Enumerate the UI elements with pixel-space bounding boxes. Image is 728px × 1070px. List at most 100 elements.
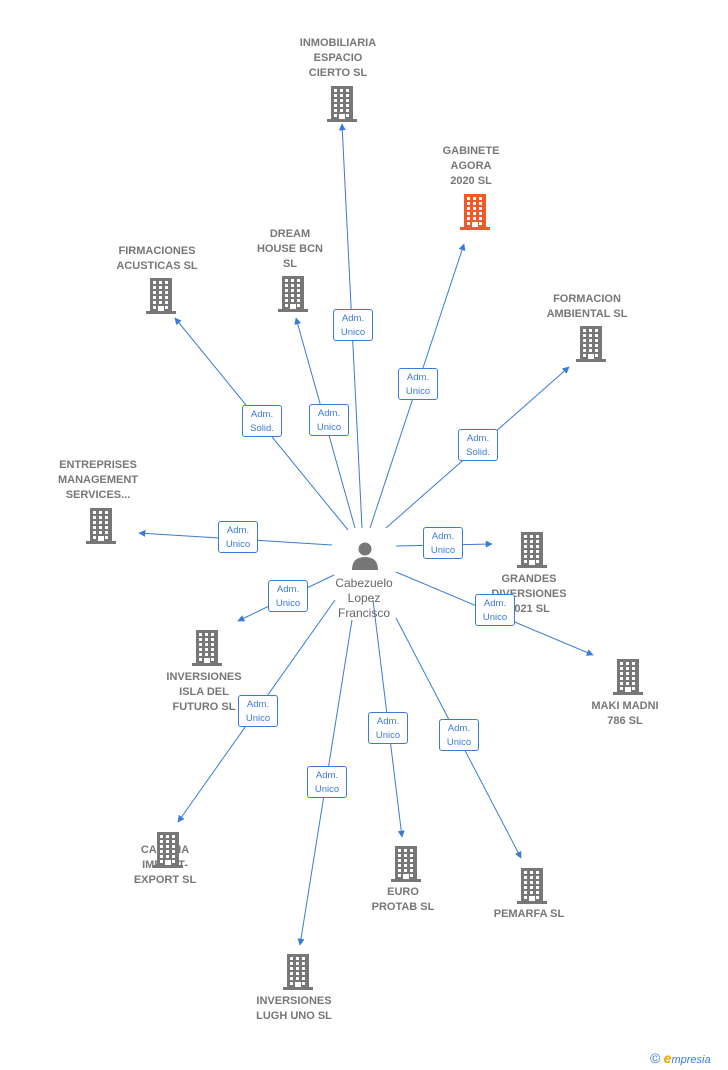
- company-label-line: EURO: [387, 886, 419, 898]
- company-label-line: ACUSTICAS SL: [116, 260, 198, 272]
- building-icon[interactable]: [146, 278, 176, 314]
- building-icon[interactable]: [460, 194, 490, 230]
- relation-badge-line: Adm.: [406, 372, 430, 383]
- company-label-line: FIRMACIONES: [118, 245, 196, 257]
- relation-badge-gabinete-agora-2020[interactable]: Adm. Unico: [398, 368, 438, 400]
- company-label-firmaciones-acusticas[interactable]: FIRMACIONES ACUSTICAS SL: [92, 244, 222, 274]
- relation-badge-grandes-diversiones-2021[interactable]: Adm. Unico: [423, 527, 463, 559]
- relation-badge-line: Solid.: [466, 447, 490, 458]
- company-label-inmobiliaria-espacio-cierto[interactable]: INMOBILIARIA ESPACIO CIERTO SL: [273, 36, 403, 81]
- building-icon[interactable]: [86, 508, 116, 544]
- relation-badge-line: Unico: [375, 730, 401, 741]
- relation-badge-line: Unico: [314, 784, 340, 795]
- company-label-line: SL: [282, 258, 298, 270]
- company-label-line: ESPACIO: [313, 52, 363, 64]
- company-label-line: MANAGEMENT: [57, 474, 139, 486]
- company-label-gabinete-agora-2020[interactable]: GABINETE AGORA 2020 SL: [406, 144, 536, 189]
- center-name-line: Cabezuelo: [335, 576, 393, 590]
- footer-brand: © empresia: [650, 1050, 711, 1068]
- company-label-line: 2020 SL: [450, 175, 492, 187]
- brand-logo-initial: e: [663, 1050, 672, 1066]
- company-label-entreprises-management[interactable]: ENTREPRISES MANAGEMENT SERVICES...: [33, 458, 163, 503]
- relation-badge-line: Unico: [446, 737, 472, 748]
- center-person-name[interactable]: Cabezuelo Lopez Francisco: [314, 576, 414, 621]
- company-label-line: INVERSIONES: [166, 671, 242, 683]
- company-label-inversiones-isla-del-futuro[interactable]: INVERSIONES ISLA DEL FUTURO SL: [139, 670, 269, 715]
- relation-badge-line: Adm.: [226, 525, 250, 536]
- building-icon[interactable]: [391, 846, 421, 882]
- company-label-line: HOUSE BCN: [256, 243, 323, 255]
- relation-badge-line: Unico: [482, 612, 508, 623]
- company-label-line: INMOBILIARIA: [299, 37, 377, 49]
- building-icon[interactable]: [576, 326, 606, 362]
- building-icon[interactable]: [517, 868, 547, 904]
- relation-badge-line: Unico: [430, 545, 456, 556]
- company-label-line: CIERTO SL: [308, 67, 368, 79]
- relation-badge-formacion-ambiental[interactable]: Adm. Solid.: [458, 429, 498, 461]
- relation-badge-inversiones-isla-del-futuro[interactable]: Adm. Unico: [268, 580, 308, 612]
- relation-badge-firmaciones-acusticas[interactable]: Adm. Solid.: [242, 405, 282, 437]
- building-icon[interactable]: [283, 954, 313, 990]
- relation-badge-line: Unico: [225, 539, 251, 550]
- relation-badge-line: Adm.: [483, 598, 507, 609]
- relation-badge-line: Adm.: [250, 409, 274, 420]
- company-label-euro-protab[interactable]: EURO PROTAB SL: [338, 885, 468, 915]
- relation-badge-line: Adm.: [276, 584, 300, 595]
- relation-badge-pemarfa[interactable]: Adm. Unico: [439, 719, 479, 751]
- relation-badge-line: Adm.: [341, 313, 365, 324]
- relation-badge-line: Adm.: [246, 699, 270, 710]
- company-label-line: GABINETE: [442, 145, 500, 157]
- relation-badge-line: Unico: [275, 598, 301, 609]
- relation-badge-maki-madni-786[interactable]: Adm. Unico: [475, 594, 515, 626]
- company-label-line: ENTREPRISES: [59, 459, 137, 471]
- company-label-line: PROTAB SL: [371, 901, 435, 913]
- relation-badge-line: Solid.: [250, 423, 274, 434]
- company-label-line: EXPORT SL: [133, 874, 197, 886]
- relation-badge-euro-protab[interactable]: Adm. Unico: [368, 712, 408, 744]
- relation-badge-line: Adm.: [466, 433, 490, 444]
- building-icon[interactable]: [517, 532, 547, 568]
- building-icon[interactable]: [153, 832, 183, 868]
- relation-badge-line: Adm.: [317, 408, 341, 419]
- company-label-inversiones-lugh-uno[interactable]: INVERSIONES LUGH UNO SL: [229, 994, 359, 1024]
- relation-badge-entreprises-management[interactable]: Adm. Unico: [218, 521, 258, 553]
- company-label-pemarfa[interactable]: PEMARFA SL: [464, 907, 594, 922]
- company-label-line: DREAM: [269, 228, 311, 240]
- company-label-line: LUGH UNO SL: [256, 1010, 332, 1022]
- relation-badge-line: Adm.: [315, 770, 339, 781]
- relation-badge-line: Adm.: [431, 531, 455, 542]
- relation-badge-inmobiliaria-espacio-cierto[interactable]: Adm. Unico: [333, 309, 373, 341]
- company-label-line: GRANDES: [501, 573, 557, 585]
- company-label-line: AGORA: [450, 160, 492, 172]
- company-label-line: FUTURO SL: [172, 701, 236, 713]
- company-label-line: INVERSIONES: [256, 995, 332, 1007]
- relation-badge-line: Adm.: [376, 716, 400, 727]
- company-label-line: MAKI MADNI: [591, 700, 659, 712]
- relation-badge-line: Unico: [340, 327, 366, 338]
- relation-badge-line: Adm.: [447, 723, 471, 734]
- center-name-line: Lopez: [347, 591, 381, 605]
- company-label-maki-madni-786[interactable]: MAKI MADNI 786 SL: [560, 699, 690, 729]
- company-label-line: PEMARFA SL: [493, 908, 565, 920]
- company-label-line: SERVICES...: [65, 489, 131, 501]
- person-icon[interactable]: [350, 540, 380, 570]
- building-icon[interactable]: [613, 659, 643, 695]
- relation-badge-line: Unico: [245, 713, 271, 724]
- relation-badge-carona-import-export[interactable]: Adm. Unico: [238, 695, 278, 727]
- company-label-line: FORMACION: [553, 293, 621, 305]
- relation-badge-line: Unico: [405, 386, 431, 397]
- company-label-dream-house-bcn[interactable]: DREAM HOUSE BCN SL: [225, 227, 355, 272]
- company-label-line: ISLA DEL: [179, 686, 229, 698]
- building-icon[interactable]: [327, 86, 357, 122]
- building-icon[interactable]: [192, 630, 222, 666]
- company-label-line: 786 SL: [607, 715, 643, 727]
- center-name-line: Francisco: [337, 606, 390, 620]
- building-icon[interactable]: [278, 276, 308, 312]
- relation-badge-inversiones-lugh-uno[interactable]: Adm. Unico: [307, 766, 347, 798]
- relation-badge-dream-house-bcn[interactable]: Adm. Unico: [309, 404, 349, 436]
- company-label-line: 2021 SL: [508, 603, 550, 615]
- relation-badge-line: Unico: [316, 422, 342, 433]
- copyright-icon: ©: [650, 1050, 661, 1066]
